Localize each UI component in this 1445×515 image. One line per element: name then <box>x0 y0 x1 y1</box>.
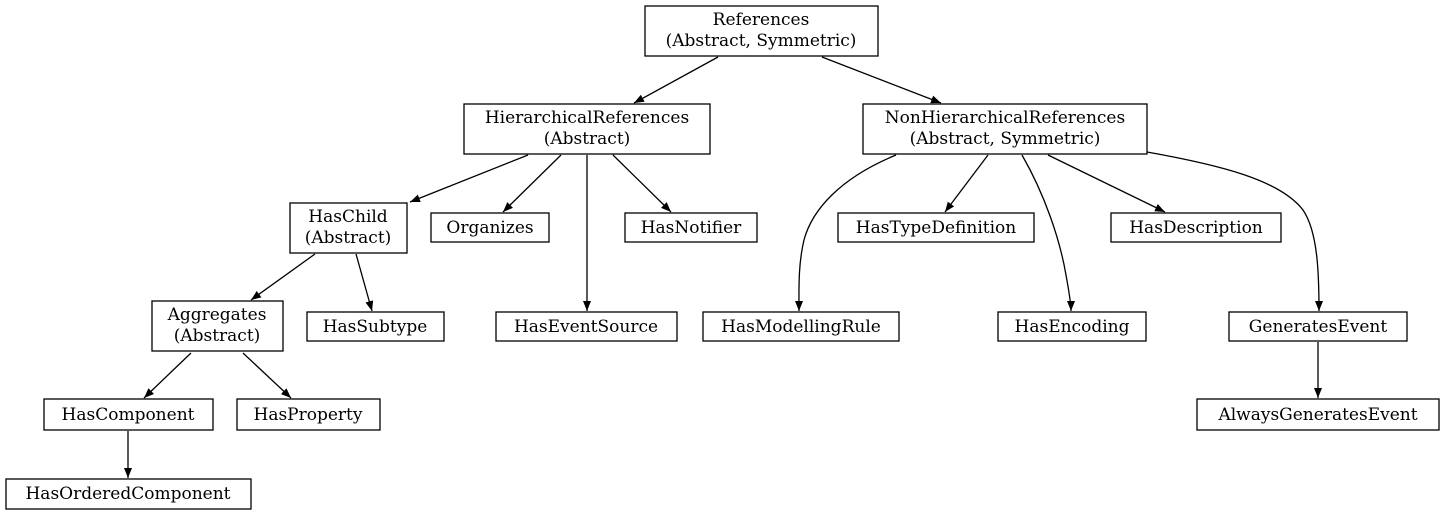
node-sublabel: (Abstract, Symmetric) <box>910 129 1101 149</box>
node-has-property: HasProperty <box>236 398 381 431</box>
node-hierarchical-references: HierarchicalReferences (Abstract) <box>463 103 711 155</box>
node-label: HasComponent <box>62 405 195 425</box>
node-label: HierarchicalReferences <box>485 108 689 128</box>
node-has-encoding: HasEncoding <box>997 311 1147 342</box>
node-sublabel: (Abstract) <box>544 129 631 149</box>
node-sublabel: (Abstract, Symmetric) <box>666 31 857 51</box>
node-has-subtype: HasSubtype <box>306 311 445 342</box>
edge-non-hierarchical-references-to-has-modelling-rule <box>794 154 897 312</box>
node-always-generates-event: AlwaysGeneratesEvent <box>1196 398 1440 431</box>
node-generates-event: GeneratesEvent <box>1228 311 1408 342</box>
edge-references-to-hierarchical-references <box>633 56 719 104</box>
node-has-notifier: HasNotifier <box>624 212 758 243</box>
edge-has-child-to-aggregates <box>250 253 316 301</box>
edge-non-hierarchical-references-to-has-description <box>1047 154 1166 213</box>
edge-non-hierarchical-references-to-generates-event <box>1146 151 1323 312</box>
edge-aggregates-to-has-property <box>242 352 292 399</box>
node-label: HasModellingRule <box>721 317 881 337</box>
node-label: AlwaysGeneratesEvent <box>1217 405 1417 425</box>
node-has-component: HasComponent <box>43 398 214 431</box>
node-label: Organizes <box>446 218 533 238</box>
node-has-modelling-rule: HasModellingRule <box>702 311 900 342</box>
edge-hierarchical-references-to-has-notifier <box>612 154 672 213</box>
node-label: GeneratesEvent <box>1249 317 1388 337</box>
node-sublabel: (Abstract) <box>174 326 261 346</box>
edge-non-hierarchical-references-to-has-encoding <box>1021 154 1075 312</box>
node-organizes: Organizes <box>430 212 550 243</box>
node-label: HasNotifier <box>641 218 742 238</box>
node-label: HasSubtype <box>323 317 428 337</box>
node-label: Aggregates <box>167 305 267 325</box>
node-label: HasTypeDefinition <box>856 218 1016 238</box>
node-non-hierarchical-references: NonHierarchicalReferences (Abstract, Sym… <box>862 103 1148 155</box>
edge-non-hierarchical-references-to-has-type-definition <box>944 154 989 213</box>
edge-references-to-non-hierarchical-references <box>821 56 942 104</box>
node-label: HasOrderedComponent <box>25 484 230 504</box>
node-label: HasEventSource <box>514 317 658 337</box>
node-has-ordered-component: HasOrderedComponent <box>5 478 252 510</box>
node-sublabel: (Abstract) <box>305 228 392 248</box>
node-label: HasDescription <box>1129 218 1263 238</box>
edge-has-child-to-has-subtype <box>355 253 374 312</box>
node-has-description: HasDescription <box>1110 212 1282 243</box>
node-label: HasChild <box>308 207 388 227</box>
node-label: NonHierarchicalReferences <box>885 108 1125 128</box>
node-has-event-source: HasEventSource <box>495 311 678 342</box>
node-has-child: HasChild (Abstract) <box>289 202 408 254</box>
edge-hierarchical-references-to-organizes <box>502 154 562 213</box>
edge-hierarchical-references-to-has-child <box>409 154 529 203</box>
node-label: References <box>713 10 810 30</box>
node-label: HasProperty <box>254 405 363 425</box>
node-has-type-definition: HasTypeDefinition <box>837 212 1035 243</box>
node-aggregates: Aggregates (Abstract) <box>151 300 284 352</box>
edge-aggregates-to-has-component <box>143 352 192 399</box>
node-label: HasEncoding <box>1015 317 1130 337</box>
node-references: References (Abstract, Symmetric) <box>644 5 879 57</box>
